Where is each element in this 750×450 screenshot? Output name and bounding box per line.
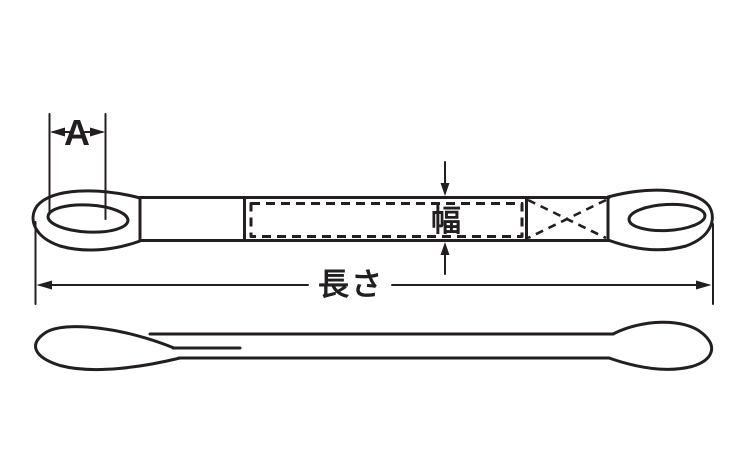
dim-length-arrow-left-icon [36,280,52,290]
side-view-sling [34,320,714,372]
dim-width-label: 幅 [431,205,461,238]
dim-a-label: A [64,112,90,153]
stitch-seam-dashed-rect [249,202,524,238]
dim-width-arrow-down-icon [440,183,450,196]
dim-length-arrow-right-icon [696,280,712,290]
dimension-a: A [48,112,107,220]
dim-length-label: 長さ [318,267,384,302]
side-left-eye-profile [34,325,182,372]
side-right-eye-profile [607,320,714,371]
right-eye-inner-opening [627,202,707,233]
top-view-sling [31,188,714,252]
dimension-length: 長さ [34,221,714,305]
dim-a-arrow-left-icon [50,127,65,137]
left-eye-inner-opening [46,203,130,234]
dim-a-arrow-right-icon [90,127,105,137]
left-eye-outer-curve [31,189,142,252]
cross-stitch-box [525,196,610,242]
stitch-diagonal-2 [527,198,607,240]
dimension-width: 幅 [431,161,461,275]
left-eye-loop [31,189,142,252]
dim-width-arrow-up-icon [440,242,450,255]
band-outline [138,196,611,242]
right-eye-loop [606,188,714,252]
right-eye-outer-curve [606,188,714,252]
